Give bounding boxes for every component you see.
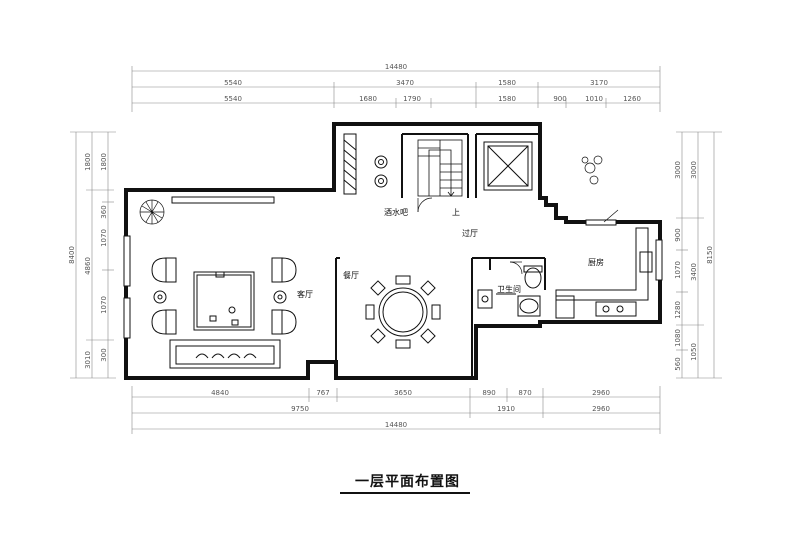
dim-right-outer: 8150	[706, 246, 714, 264]
dim-top-1b: 3470	[396, 79, 414, 87]
dim-bot-1d: 890	[482, 389, 495, 397]
dim-bot-total: 14480	[385, 421, 407, 429]
dim-bot-1b: 767	[316, 389, 329, 397]
living-room-furniture	[151, 257, 297, 369]
label-living: 客厅	[297, 289, 313, 299]
stairs	[417, 139, 463, 197]
dim-top-1a: 5540	[224, 79, 242, 87]
dim-right-mid-a: 3000	[690, 161, 698, 179]
dim-right-in-e: 1080	[674, 329, 682, 347]
right-dimension-lines	[676, 131, 722, 379]
dim-top-2d: 1580	[498, 95, 516, 103]
dim-bot-2b: 1910	[497, 405, 515, 413]
windows	[123, 196, 663, 339]
dim-left-outer: 8400	[68, 246, 76, 264]
dim-right-in-f: 560	[674, 357, 682, 370]
dim-top-2a: 5540	[224, 95, 242, 103]
garden-plant-icon	[581, 155, 603, 185]
dim-top-2f: 1010	[585, 95, 603, 103]
bathroom-fixtures	[477, 265, 543, 317]
kitchen-counter	[555, 227, 653, 319]
title-underline	[340, 492, 470, 494]
dim-left-in-c: 1070	[100, 229, 108, 247]
dim-bot-1f: 2960	[592, 389, 610, 397]
label-kitchen: 厨房	[588, 257, 604, 267]
door-swings	[417, 197, 619, 275]
dim-left-in-b: 360	[100, 205, 108, 218]
label-bar: 酒水吧	[384, 207, 408, 217]
label-corridor: 过厅	[462, 228, 478, 238]
exterior-walls	[124, 122, 662, 380]
dim-right-in-a: 3000	[674, 161, 682, 179]
label-stairs-up: 上	[452, 208, 460, 217]
dim-left-mid-b: 4860	[84, 257, 92, 275]
dim-left-in-e: 300	[100, 348, 108, 361]
dim-bot-2a: 9750	[291, 405, 309, 413]
bar-counter	[343, 133, 388, 195]
dim-bot-1e: 870	[518, 389, 531, 397]
dim-left-in-a: 1800	[100, 153, 108, 171]
dim-left-in-d: 1070	[100, 296, 108, 314]
dim-bot-1c: 3650	[394, 389, 412, 397]
drawing-title: 一层平面布置图	[355, 474, 460, 490]
label-bathroom: 卫生间	[497, 284, 521, 294]
bottom-dimension-lines	[131, 386, 661, 434]
top-dimension-lines	[131, 66, 661, 112]
dim-top-1d: 3170	[590, 79, 608, 87]
dim-top-total: 14480	[385, 63, 407, 71]
potted-plant-icon	[139, 199, 165, 225]
left-dimension-lines	[70, 131, 116, 379]
interior-walls	[335, 133, 546, 378]
dim-right-in-d: 1280	[674, 301, 682, 319]
dim-bot-2c: 2960	[592, 405, 610, 413]
dim-left-mid-c: 3010	[84, 351, 92, 369]
dim-right-in-b: 900	[674, 228, 682, 241]
dim-top-2e: 900	[553, 95, 566, 103]
dim-top-2g: 1260	[623, 95, 641, 103]
elevator-shaft	[483, 141, 533, 191]
dim-right-mid-b: 3400	[690, 263, 698, 281]
dim-right-mid-c: 1050	[690, 343, 698, 361]
dim-bot-1a: 4840	[211, 389, 229, 397]
dim-top-2c: 1790	[403, 95, 421, 103]
dim-left-mid-a: 1800	[84, 153, 92, 171]
dim-top-2b: 1680	[359, 95, 377, 103]
dim-right-in-c: 1070	[674, 261, 682, 279]
dim-top-1c: 1580	[498, 79, 516, 87]
label-dining: 餐厅	[343, 271, 359, 280]
dining-table	[365, 275, 441, 349]
